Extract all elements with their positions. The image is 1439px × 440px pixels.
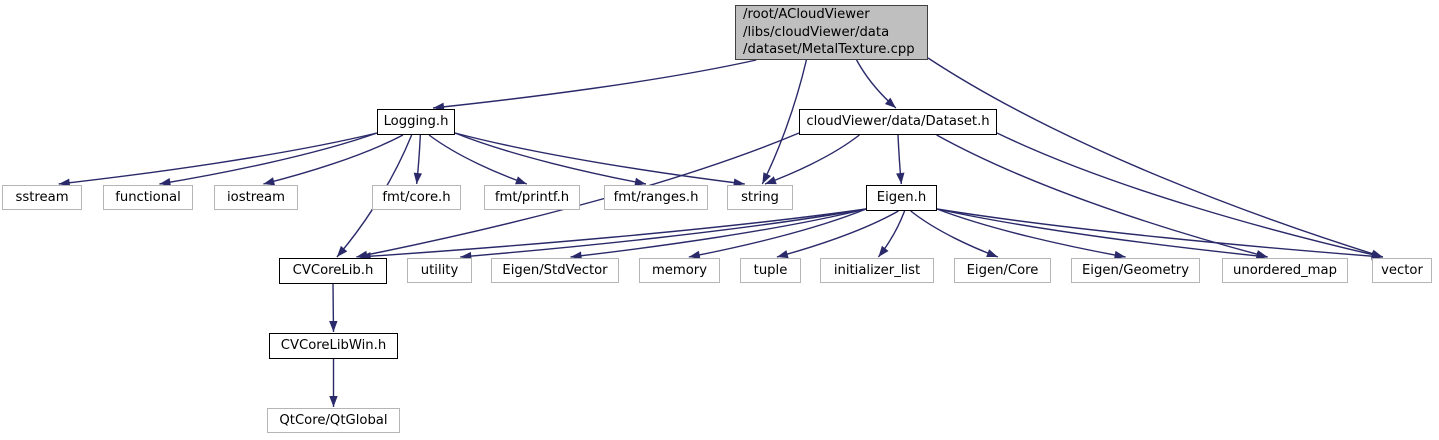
graph-edge-arrowhead (329, 396, 338, 407)
graph-node-cvcorelib[interactable]: CVCoreLib.h (279, 258, 387, 284)
graph-edge (432, 59, 757, 109)
graph-node-cvcorelibwin[interactable]: CVCoreLibWin.h (269, 333, 398, 359)
graph-edge (359, 208, 867, 258)
graph-edge-arrowhead (878, 245, 889, 257)
graph-node-sstream[interactable]: sstream (2, 185, 82, 210)
graph-edge-arrowhead (329, 320, 338, 332)
graph-node-unorderedmap[interactable]: unordered_map (1222, 258, 1348, 283)
graph-edge (263, 134, 404, 185)
graph-edge (454, 132, 647, 185)
graph-edge (428, 134, 528, 185)
graph-edge-arrowhead (58, 178, 71, 187)
graph-edge-arrowhead (570, 251, 582, 260)
graph-edge (996, 132, 1383, 258)
graph-node-eigenstdvector[interactable]: Eigen/StdVector (491, 258, 619, 283)
graph-edge-arrowhead (884, 97, 896, 108)
graph-edge-arrowhead (263, 177, 276, 186)
graph-node-fmtranges[interactable]: fmt/ranges.h (604, 185, 708, 210)
graph-node-string[interactable]: string (727, 185, 793, 210)
graph-edge-arrowhead (336, 245, 348, 257)
graph-edge-arrowhead (762, 172, 771, 184)
graph-edge (454, 132, 745, 185)
graph-node-logging[interactable]: Logging.h (377, 109, 455, 135)
graph-node-eigengeometry[interactable]: Eigen/Geometry (1071, 258, 1200, 283)
graph-edge-arrowhead (896, 172, 905, 184)
graph-node-eigencore[interactable]: Eigen/Core (954, 258, 1051, 283)
graph-edge (460, 208, 867, 258)
graph-edge (936, 208, 1268, 258)
graph-node-functional[interactable]: functional (103, 185, 193, 210)
graph-edge (688, 208, 867, 258)
graph-edge-arrowhead (688, 250, 701, 260)
graph-edge (936, 208, 1126, 258)
graph-edge (776, 210, 899, 258)
graph-edge (58, 132, 378, 185)
graph-node-eigen[interactable]: Eigen.h (866, 185, 937, 211)
graph-edge-arrowhead (1114, 250, 1126, 260)
graph-node-dataset[interactable]: cloudViewer/data/Dataset.h (799, 109, 997, 135)
graph-edge-arrowhead (733, 178, 745, 187)
graph-edge-arrowhead (159, 178, 171, 187)
graph-edge-arrowhead (515, 176, 527, 185)
graph-node-root[interactable]: /root/ACloudViewer /libs/cloudViewer/dat… (735, 5, 928, 60)
graph-edge-arrowhead (634, 177, 646, 187)
graph-node-iostream[interactable]: iostream (214, 185, 298, 210)
graph-node-fmtprintf[interactable]: fmt/printf.h (484, 185, 580, 210)
graph-edge-arrowhead (1256, 251, 1268, 261)
graph-node-tuple[interactable]: tuple (740, 258, 801, 283)
graph-edge-arrowhead (776, 250, 789, 259)
graph-node-initializerlist[interactable]: initializer_list (820, 258, 934, 283)
graph-node-fmtcore[interactable]: fmt/core.h (372, 185, 461, 210)
graph-edge (570, 208, 867, 258)
graph-edge (159, 132, 378, 185)
graph-node-memory[interactable]: memory (639, 258, 720, 283)
graph-edge-arrowhead (433, 102, 445, 112)
graph-edge (936, 134, 1268, 258)
graph-edge (927, 57, 1384, 258)
graph-edge-arrowhead (986, 249, 998, 258)
graph-node-qtglobal[interactable]: QtCore/QtGlobal (267, 408, 400, 433)
graph-edge (936, 208, 1383, 258)
graph-node-vector[interactable]: vector (1372, 258, 1432, 283)
graph-edge-arrowhead (764, 176, 777, 185)
graph-node-utility[interactable]: utility (407, 258, 472, 283)
graph-edge (764, 134, 860, 185)
graph-edge-arrowhead (413, 172, 423, 184)
